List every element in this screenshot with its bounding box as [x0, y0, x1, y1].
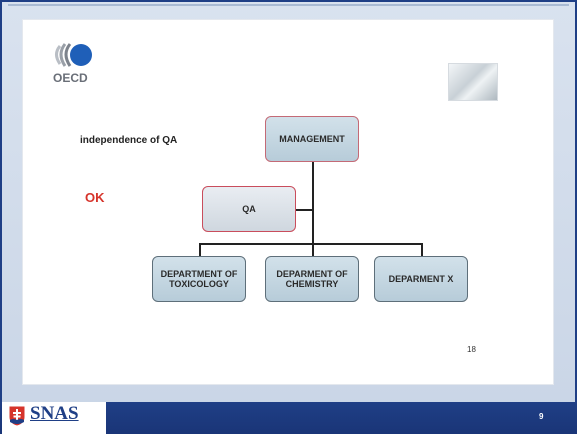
- connector-line: [312, 243, 314, 256]
- ok-status: OK: [85, 190, 105, 205]
- lab-glassware-image: [448, 63, 498, 101]
- connector-line: [312, 162, 314, 244]
- slide-subtitle: independence of QA: [80, 135, 178, 146]
- connector-line: [199, 243, 422, 245]
- snas-logo-text: SNAS: [30, 403, 79, 424]
- management-node: MANAGEMENT: [265, 116, 359, 162]
- department-toxicology-node: DEPARTMENT OF TOXICOLOGY: [152, 256, 246, 302]
- page-number: 18: [467, 345, 476, 354]
- oecd-logo-text: OECD: [53, 71, 88, 85]
- qa-node: QA: [202, 186, 296, 232]
- department-x-node: DEPARMENT X: [374, 256, 468, 302]
- connector-line: [199, 243, 201, 256]
- department-chemistry-node: DEPARMENT OF CHEMISTRY: [265, 256, 359, 302]
- connector-line: [296, 209, 313, 211]
- oecd-logo-icon: [55, 43, 92, 67]
- connector-line: [421, 243, 423, 256]
- top-rule: [8, 4, 569, 6]
- slide-number: 9: [539, 412, 544, 421]
- slovak-shield-icon: [8, 405, 26, 427]
